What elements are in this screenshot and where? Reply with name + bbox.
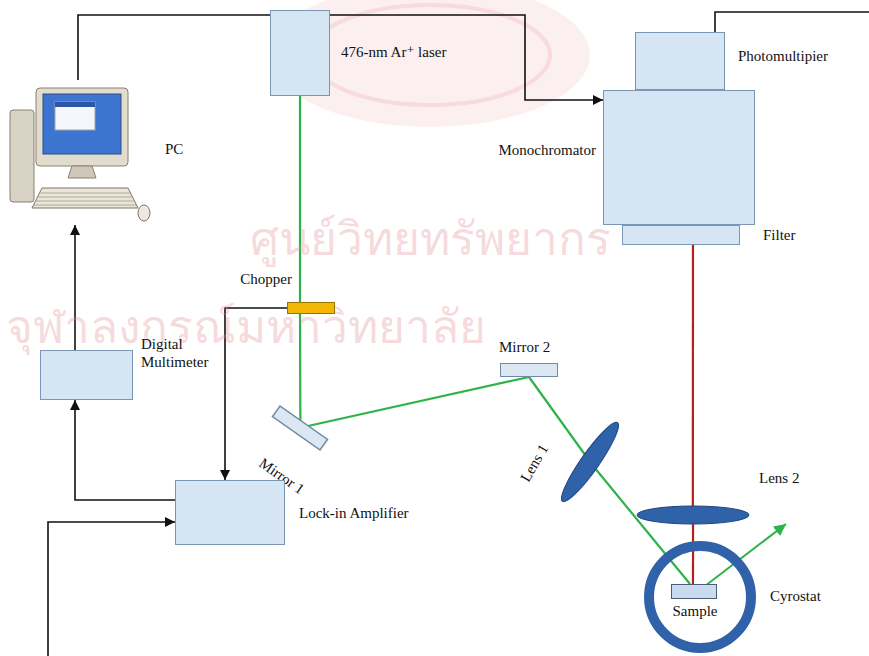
lens-label: Lens 1	[516, 441, 552, 485]
filter-label: Filter	[763, 226, 796, 244]
mirror: Mirror 2	[500, 363, 558, 377]
mirror-shape	[292, 424, 308, 432]
photomultiplier-label: Photomultipier	[738, 47, 828, 65]
lock-in-amplifier-label: Lock-in Amplifier	[299, 504, 409, 522]
multimeter: Digital Multimeter	[40, 350, 133, 400]
multimeter-label: Digital Multimeter	[141, 335, 223, 371]
watermark-text: จุฬาลงกรณ์มหาวิทยาลัย	[6, 300, 486, 355]
signal-wire	[75, 400, 175, 500]
light-beam	[593, 466, 690, 584]
lens-shape	[584, 458, 596, 466]
cryostat-label: Cyrostat	[770, 587, 821, 605]
light-beam	[308, 377, 529, 426]
cryostat: SampleCyrostat	[642, 539, 758, 655]
mirror-label: Mirror 2	[499, 338, 550, 356]
chopper-label: Chopper	[240, 270, 292, 288]
lens-shape	[687, 511, 699, 519]
lens: Lens 2	[687, 511, 699, 519]
chopper: Chopper	[287, 302, 335, 314]
lens: Lens 1	[584, 458, 596, 466]
laser-label: 476-nm Ar⁺ laser	[341, 43, 446, 61]
sample-label: Sample	[668, 602, 722, 620]
monochromator: Monochromator	[603, 90, 755, 225]
computer-shape	[10, 80, 150, 225]
laser: 476-nm Ar⁺ laser	[270, 10, 330, 96]
filter: Filter	[622, 225, 740, 245]
mirror: Mirror 1	[292, 424, 308, 432]
signal-wire	[78, 15, 603, 100]
lock-in-amplifier: Lock-in Amplifier	[175, 480, 285, 545]
light-beam	[299, 96, 301, 302]
light-beam	[692, 245, 694, 511]
computer-label: PC	[165, 140, 183, 158]
sample: Sample	[671, 584, 717, 599]
watermark-text: ศูนย์วิทยทรัพยากร	[250, 212, 611, 267]
monochromator-label: Monochromator	[499, 141, 596, 159]
lens-label: Lens 2	[759, 469, 799, 487]
watermark-seal-ring	[310, 5, 550, 105]
watermark-seal	[270, 0, 590, 127]
computer: PC	[10, 80, 150, 225]
photomultiplier: Photomultipier	[635, 32, 725, 90]
